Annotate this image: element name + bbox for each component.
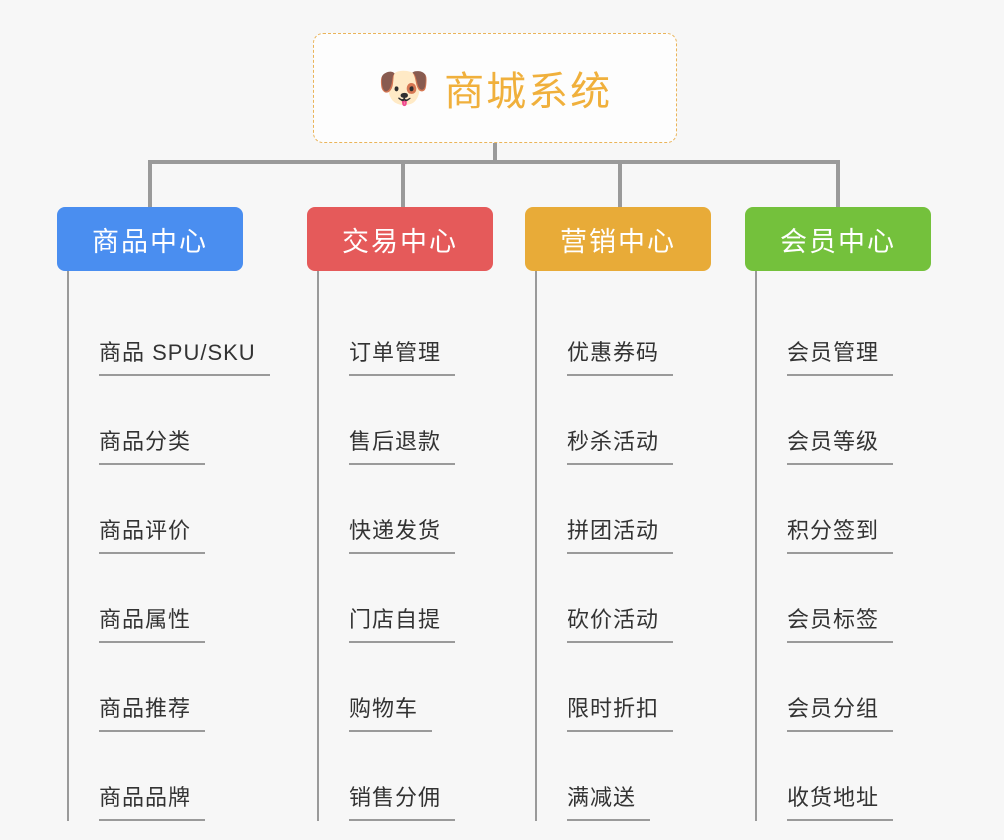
leaf-item[interactable]: 销售分佣 — [319, 732, 493, 821]
leaf-item[interactable]: 积分签到 — [757, 465, 931, 554]
connector-horizontal-bus — [148, 160, 836, 164]
branch-header-product-center[interactable]: 商品中心 — [57, 207, 243, 271]
leaf-item-label: 商品属性 — [99, 602, 206, 643]
leaf-item[interactable]: 门店自提 — [319, 554, 493, 643]
leaf-item[interactable]: 限时折扣 — [537, 643, 711, 732]
shiba-dog-face-icon: 🐶 — [377, 64, 431, 111]
branch-header-label: 会员中心 — [780, 226, 896, 257]
leaf-item[interactable]: 商品评价 — [69, 465, 243, 554]
connector-drop-product-center — [148, 160, 152, 207]
connector-drop-trade-center — [401, 160, 405, 207]
leaf-item-label: 快递发货 — [349, 513, 456, 554]
leaf-item-label: 收货地址 — [787, 780, 894, 821]
leaf-item-label: 门店自提 — [349, 602, 456, 643]
leaf-item[interactable]: 优惠券码 — [537, 287, 711, 376]
branch-header-marketing-center[interactable]: 营销中心 — [525, 207, 711, 271]
leaf-item-label: 购物车 — [349, 691, 433, 732]
branch-header-member-center[interactable]: 会员中心 — [745, 207, 931, 271]
leaf-item-label: 会员等级 — [787, 424, 894, 465]
leaf-item-label: 秒杀活动 — [567, 424, 674, 465]
leaf-item[interactable]: 购物车 — [319, 643, 493, 732]
leaf-item-label: 商品评价 — [99, 513, 206, 554]
leaf-item[interactable]: 售后退款 — [319, 376, 493, 465]
leaf-list-member-center: 会员管理会员等级积分签到会员标签会员分组收货地址 — [755, 271, 931, 821]
leaf-item[interactable]: 商品分类 — [69, 376, 243, 465]
leaf-item-label: 商品推荐 — [99, 691, 206, 732]
connector-drop-marketing-center — [618, 160, 622, 207]
leaf-item-label: 拼团活动 — [567, 513, 674, 554]
leaf-item-label: 商品品牌 — [99, 780, 206, 821]
root-title: 商城系统 — [444, 70, 613, 114]
root-node[interactable]: 🐶 商城系统 — [313, 33, 677, 143]
leaf-item[interactable]: 快递发货 — [319, 465, 493, 554]
leaf-item-label: 优惠券码 — [567, 335, 674, 376]
branch-marketing-center: 营销中心优惠券码秒杀活动拼团活动砍价活动限时折扣满减送 — [525, 207, 711, 821]
leaf-list-marketing-center: 优惠券码秒杀活动拼团活动砍价活动限时折扣满减送 — [535, 271, 711, 821]
branch-member-center: 会员中心会员管理会员等级积分签到会员标签会员分组收货地址 — [745, 207, 931, 821]
leaf-item-label: 商品分类 — [99, 424, 206, 465]
leaf-list-product-center: 商品 SPU/SKU 商品分类商品评价商品属性商品推荐商品品牌 — [67, 271, 270, 821]
branch-header-label: 商品中心 — [92, 226, 208, 257]
leaf-item[interactable]: 满减送 — [537, 732, 711, 821]
leaf-item-label: 砍价活动 — [567, 602, 674, 643]
connector-drop-member-center — [836, 160, 840, 207]
leaf-item[interactable]: 收货地址 — [757, 732, 931, 821]
leaf-list-trade-center: 订单管理售后退款快递发货门店自提购物车销售分佣 — [317, 271, 493, 821]
branch-product-center: 商品中心商品 SPU/SKU 商品分类商品评价商品属性商品推荐商品品牌 — [57, 207, 270, 821]
leaf-item-label: 限时折扣 — [567, 691, 674, 732]
leaf-item-label: 售后退款 — [349, 424, 456, 465]
leaf-item[interactable]: 会员等级 — [757, 376, 931, 465]
leaf-item-label: 积分签到 — [787, 513, 894, 554]
leaf-item-label: 会员分组 — [787, 691, 894, 732]
leaf-item[interactable]: 秒杀活动 — [537, 376, 711, 465]
leaf-item-label: 销售分佣 — [349, 780, 456, 821]
leaf-item[interactable]: 商品属性 — [69, 554, 243, 643]
leaf-item-label: 会员标签 — [787, 602, 894, 643]
leaf-item[interactable]: 商品品牌 — [69, 732, 243, 821]
branch-header-label: 交易中心 — [342, 226, 458, 257]
branch-header-label: 营销中心 — [560, 226, 676, 257]
leaf-item[interactable]: 会员分组 — [757, 643, 931, 732]
leaf-item[interactable]: 商品推荐 — [69, 643, 243, 732]
leaf-item-label: 会员管理 — [787, 335, 894, 376]
leaf-item-label: 满减送 — [567, 780, 651, 821]
leaf-item[interactable]: 拼团活动 — [537, 465, 711, 554]
leaf-item[interactable]: 砍价活动 — [537, 554, 711, 643]
connector-root-stem — [493, 143, 497, 164]
branch-header-trade-center[interactable]: 交易中心 — [307, 207, 493, 271]
leaf-item-label: 订单管理 — [349, 335, 456, 376]
leaf-item[interactable]: 订单管理 — [319, 287, 493, 376]
leaf-item[interactable]: 会员管理 — [757, 287, 931, 376]
leaf-item[interactable]: 商品 SPU/SKU — [69, 287, 270, 376]
branch-trade-center: 交易中心订单管理售后退款快递发货门店自提购物车销售分佣 — [307, 207, 493, 821]
leaf-item-label: 商品 SPU/SKU — [99, 335, 270, 376]
leaf-item[interactable]: 会员标签 — [757, 554, 931, 643]
